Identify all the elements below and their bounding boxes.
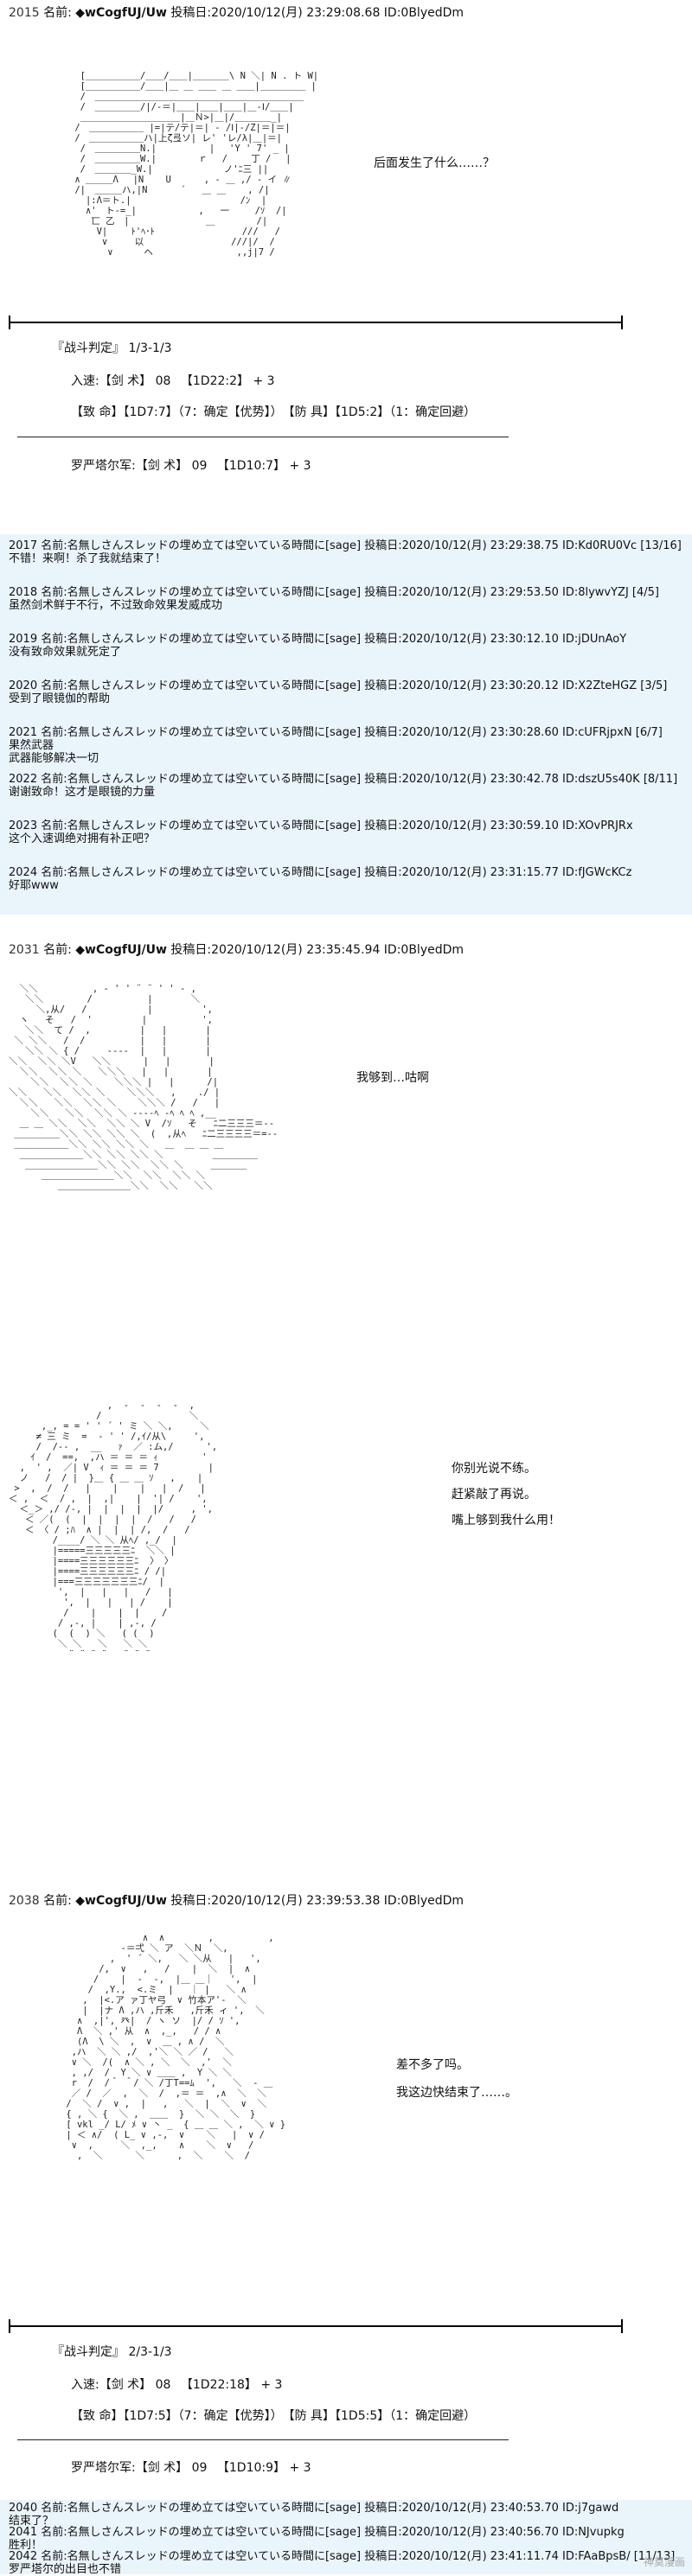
dialogue-block: 差不多了吗。我这边快结束了……。	[396, 2057, 517, 2113]
reply-post: 2019 名前:名無しさんスレッドの埋め立ては空いている時間に[sage] 投稿…	[9, 633, 626, 659]
reply-body: 虽然剑术鲜于不行，不过致命效果发威成功	[9, 599, 223, 612]
effect-roll: 【致 命】【1D7:5】（7：确定【优势】） 【防 具】【1D5:5】（1：确定…	[71, 2409, 477, 2423]
reply-header: 2023 名前:名無しさんスレッドの埋め立ては空いている時間に[sage] 投稿…	[9, 819, 633, 832]
post-header-2015: 2015 名前: ◆wCogfUJ/Uw 投稿日:2020/10/12(月) 2…	[9, 5, 464, 21]
reply-post: 2040 名前:名無しさんスレッドの埋め立ては空いている時間に[sage] 投稿…	[9, 2502, 618, 2528]
post-header-2038: 2038 名前: ◆wCogfUJ/Uw 投稿日:2020/10/12(月) 2…	[9, 1893, 464, 1909]
reply-post: 2020 名前:名無しさんスレッドの埋め立ては空いている時間に[sage] 投稿…	[9, 679, 667, 705]
post-number: 2031	[9, 943, 40, 957]
reply-post: 2024 名前:名無しさんスレッドの埋め立ては空いている時間に[sage] 投稿…	[9, 866, 631, 892]
reply-body: 好耶www	[9, 879, 59, 892]
divider-line	[9, 2319, 623, 2333]
tripcode: ◆wCogfUJ/Uw	[75, 943, 167, 957]
reply-post: 2018 名前:名無しさんスレッドの埋め立ては空いている時間に[sage] 投稿…	[9, 586, 659, 612]
reply-header: 2041 名前:名無しさんスレッドの埋め立ては空いている時間に[sage] 投稿…	[9, 2526, 625, 2539]
ascii-art-figure-1: [＿＿＿＿＿＿/＿＿/＿＿|＿＿＿＿\ N ＼| N . ト W| [＿＿＿＿＿…	[74, 71, 319, 258]
reply-header: 2022 名前:名無しさんスレッドの埋め立ては空いている時間に[sage] 投稿…	[9, 773, 678, 786]
ascii-art-figure-2: , - ‐ ‐ - , / ＼ ,_, = = ' ' ´ ' ミ ＼ ＼, ＼…	[9, 1400, 218, 1660]
post-meta: 投稿日:2020/10/12(月) 23:39:53.38 ID:0BlyedD…	[170, 1894, 465, 1908]
effect-roll: 【致 命】【1D7:7】（7：确定【优势】） 【防 具】【1D5:2】（1：确定…	[71, 405, 477, 419]
attacker-roll: 入速:【剑 术】 08 【1D22:18】 + 3	[71, 2378, 283, 2392]
name-label: 名前:	[43, 1894, 72, 1908]
reply-body: 这个入速调绝对拥有补正吧？	[9, 832, 156, 845]
name-label: 名前:	[43, 6, 72, 20]
reply-header: 2040 名前:名無しさんスレッドの埋め立ては空いている時間に[sage] 投稿…	[9, 2502, 619, 2515]
reply-body: 胜利！	[9, 2539, 43, 2552]
reply-block-1: 2017 名前:名無しさんスレッドの埋め立ては空いている時間に[sage] 投稿…	[0, 534, 692, 915]
reply-post: 2042 名前:名無しさんスレッドの埋め立ては空いている時間に[sage] 投稿…	[9, 2550, 675, 2576]
battle-title: 『战斗判定』 2/3-1/3	[52, 2345, 172, 2359]
reply-header: 2042 名前:名無しさんスレッドの埋め立ては空いている時間に[sage] 投稿…	[9, 2550, 676, 2563]
reply-header: 2020 名前:名無しさんスレッドの埋め立ては空いている時間に[sage] 投稿…	[9, 679, 668, 692]
reply-header: 2017 名前:名無しさんスレッドの埋め立ては空いている時間に[sage] 投稿…	[9, 539, 682, 552]
reply-post: 2021 名前:名無しさんスレッドの埋め立ては空いている時間に[sage] 投稿…	[9, 726, 663, 765]
battle-title: 『战斗判定』 1/3-1/3	[52, 341, 172, 355]
reply-header: 2018 名前:名無しさんスレッドの埋め立ては空いている時間に[sage] 投稿…	[9, 586, 659, 599]
post-meta: 投稿日:2020/10/12(月) 23:35:45.94 ID:0BlyedD…	[170, 943, 465, 957]
ascii-art-figure-3: ∧ ∧ , , ‐＝弌 ＼ ア ＼Ｎ ＼, , ' ´ ＼, ＼ ＼从 | ',…	[66, 1933, 286, 2161]
name-label: 名前:	[43, 943, 72, 957]
reply-post: 2017 名前:名無しさんスレッドの埋め立ては空いている時間に[sage] 投稿…	[9, 539, 682, 565]
reply-header: 2021 名前:名無しさんスレッドの埋め立ては空いている時間に[sage] 投稿…	[9, 726, 663, 739]
reply-body: 受到了眼镜伽的帮助	[9, 692, 111, 705]
reply-block-2: 2040 名前:名無しさんスレッドの埋め立ては空いている時間に[sage] 投稿…	[0, 2500, 692, 2576]
dialogue-line: 差不多了吗。	[396, 2058, 469, 2072]
dialogue-line: 我这边快结束了……。	[396, 2086, 517, 2100]
reply-header: 2024 名前:名無しさんスレッドの埋め立ては空いている時間に[sage] 投稿…	[9, 866, 632, 879]
watermark: 神莫漫画	[643, 2556, 685, 2568]
reply-body: 不错！来啊！杀了我就结束了！	[9, 552, 167, 565]
post-number: 2038	[9, 1894, 40, 1908]
reply-post: 2022 名前:名無しさんスレッドの埋め立ては空いている時間に[sage] 投稿…	[9, 773, 677, 799]
reply-post: 2023 名前:名無しさんスレッドの埋め立ては空いている時間に[sage] 投稿…	[9, 819, 633, 845]
divider-thin	[17, 2439, 509, 2440]
post-number: 2015	[9, 6, 40, 20]
dialogue-line: 赶紧敲了再说。	[452, 1488, 536, 1502]
attacker-roll: 入速:【剑 术】 08 【1D22:2】 + 3	[71, 374, 275, 388]
dialogue-text: 我够到…咕啊	[356, 1071, 429, 1085]
ascii-art-sword-strike: ＼＼ , - ' ' ¨ ¨ ' ' - , ＼＼ / | ＼ ＼,从/ / |…	[9, 984, 279, 1191]
tripcode: ◆wCogfUJ/Uw	[75, 6, 167, 20]
reply-body: 没有致命效果就死定了	[9, 646, 122, 659]
post-meta: 投稿日:2020/10/12(月) 23:29:08.68 ID:0BlyedD…	[170, 6, 465, 20]
divider-line	[9, 316, 623, 329]
reply-body: 罗严塔尔的出目也不错	[9, 2563, 122, 2576]
defender-roll: 罗严塔尔军:【剑 术】 09 【1D10:7】 + 3	[71, 459, 311, 473]
dialogue-line: 嘴上够到我什么用！	[452, 1514, 561, 1527]
reply-body: 谢谢致命！这才是眼镜的力量	[9, 786, 156, 799]
post-header-2031: 2031 名前: ◆wCogfUJ/Uw 投稿日:2020/10/12(月) 2…	[9, 942, 464, 958]
tripcode: ◆wCogfUJ/Uw	[75, 1894, 167, 1908]
dialogue-text: 后面发生了什么……？	[374, 156, 495, 170]
reply-post: 2041 名前:名無しさんスレッドの埋め立ては空いている時間に[sage] 投稿…	[9, 2526, 625, 2552]
dialogue-line: 你别光说不练。	[452, 1462, 536, 1476]
reply-body: 结束了？	[9, 2515, 54, 2528]
reply-body: 武器能够解决一切	[9, 752, 99, 765]
defender-roll: 罗严塔尔军:【剑 术】 09 【1D10:9】 + 3	[71, 2461, 311, 2475]
dialogue-block: 你别光说不练。赶紧敲了再说。嘴上够到我什么用！	[452, 1461, 561, 1539]
reply-body: 果然武器	[9, 739, 54, 752]
reply-header: 2019 名前:名無しさんスレッドの埋め立ては空いている時間に[sage] 投稿…	[9, 633, 627, 646]
